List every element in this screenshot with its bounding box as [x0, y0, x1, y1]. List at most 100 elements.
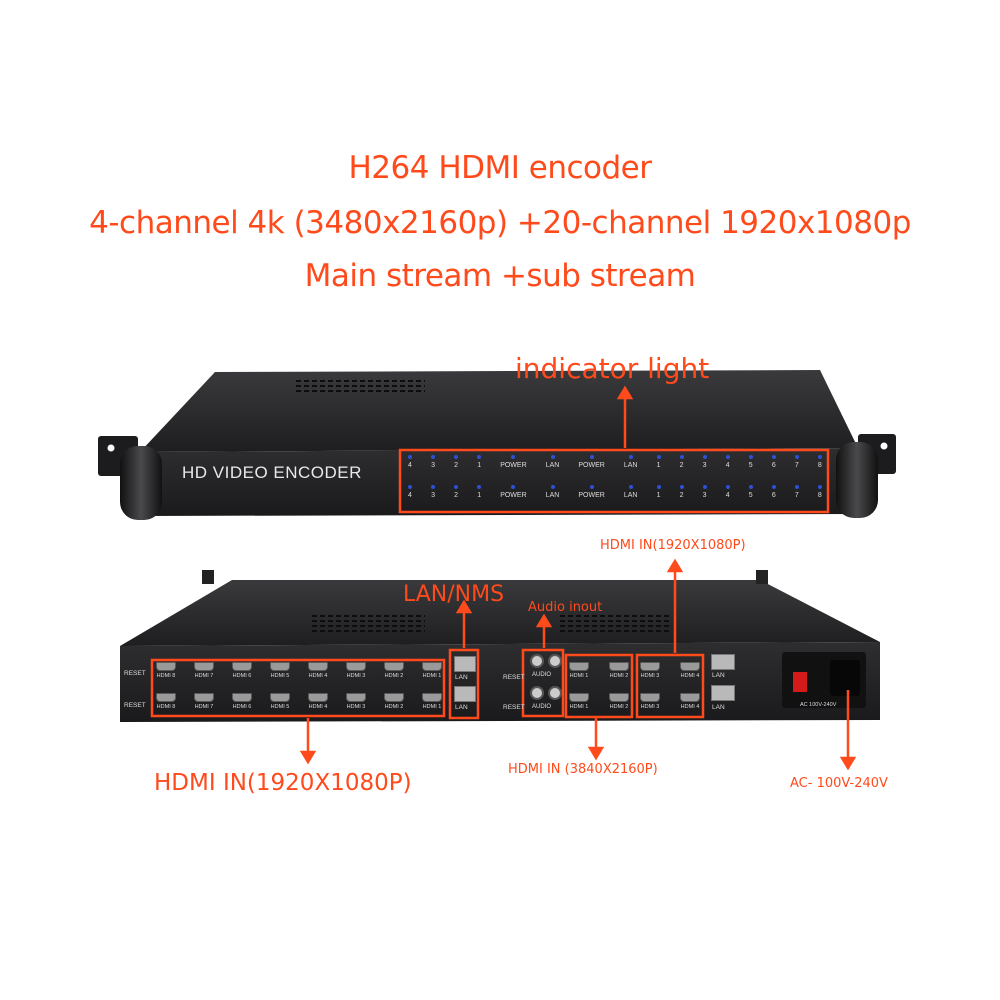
hdmi-port[interactable]: HDMI 2: [384, 693, 404, 710]
led-dot: [511, 455, 516, 459]
hdmi-connector[interactable]: [640, 693, 660, 702]
led-dot: [771, 455, 776, 459]
lan-label-3: LAN: [712, 672, 725, 679]
hdmi-connector[interactable]: [270, 662, 290, 671]
hdmi-port-label: HDMI 2: [384, 704, 404, 710]
indicator-led: POWER: [578, 485, 605, 499]
lan-port-2[interactable]: [454, 686, 476, 702]
hdmi-port[interactable]: HDMI 3: [640, 662, 660, 679]
hdmi-port[interactable]: HDMI 2: [609, 662, 629, 679]
hdmi-connector[interactable]: [194, 662, 214, 671]
hdmi-connector[interactable]: [156, 662, 176, 671]
hdmi-connector[interactable]: [308, 693, 328, 702]
led-label: POWER: [578, 462, 605, 469]
hdmi-connector[interactable]: [680, 693, 700, 702]
callout-audio: Audio inout: [528, 600, 603, 615]
hdmi-connector[interactable]: [308, 662, 328, 671]
indicator-led: 1: [477, 485, 482, 499]
hdmi-port[interactable]: HDMI 1: [569, 693, 589, 710]
hdmi-connector[interactable]: [569, 662, 589, 671]
reset-label-top: RESET: [124, 670, 146, 677]
hdmi-connector[interactable]: [422, 662, 442, 671]
hdmi-port[interactable]: HDMI 3: [346, 693, 366, 710]
lan-port-4[interactable]: [711, 685, 735, 701]
indicator-led: LAN: [546, 485, 559, 499]
led-dot: [589, 485, 594, 489]
led-dot: [679, 455, 684, 459]
indicator-led: POWER: [578, 455, 605, 477]
hdmi-port[interactable]: HDMI 7: [194, 662, 214, 679]
led-label: 4: [725, 492, 730, 499]
hdmi-port[interactable]: HDMI 6: [232, 693, 252, 710]
hdmi-connector[interactable]: [346, 662, 366, 671]
indicator-led: 1: [477, 455, 482, 477]
indicator-led: POWER: [500, 485, 527, 499]
hdmi-connector[interactable]: [232, 693, 252, 702]
led-dot: [511, 485, 516, 489]
hdmi-connector[interactable]: [232, 662, 252, 671]
led-dot: [794, 455, 799, 459]
led-dot: [628, 485, 633, 489]
hdmi-port[interactable]: HDMI 7: [194, 693, 214, 710]
hdmi-connector[interactable]: [640, 662, 660, 671]
hdmi-port-label: HDMI 4: [308, 704, 328, 710]
hdmi-connector[interactable]: [680, 662, 700, 671]
hdmi-connector[interactable]: [384, 662, 404, 671]
hdmi-port[interactable]: HDMI 8: [156, 662, 176, 679]
hdmi-connector[interactable]: [270, 693, 290, 702]
hdmi-port[interactable]: HDMI 4: [680, 662, 700, 679]
indicator-led: 2: [454, 455, 459, 477]
hdmi-connector[interactable]: [384, 693, 404, 702]
callout-indicator-light: indicator light: [515, 352, 710, 385]
hdmi-port[interactable]: HDMI 6: [232, 662, 252, 679]
audio-jacks-bottom[interactable]: [530, 686, 562, 700]
lan-port-1[interactable]: [454, 656, 476, 672]
led-label: LAN: [545, 462, 560, 469]
indicator-led: POWER: [500, 455, 527, 477]
hdmi-port[interactable]: HDMI 3: [640, 693, 660, 710]
hdmi-port[interactable]: HDMI 3: [346, 662, 366, 679]
led-label: 3: [431, 462, 435, 469]
indicator-led: 4: [725, 485, 730, 499]
hdmi-connector[interactable]: [156, 693, 176, 702]
audio-jacks-top[interactable]: [530, 654, 562, 668]
hdmi-port[interactable]: HDMI 4: [308, 662, 328, 679]
hdmi-port-label: HDMI 4: [680, 673, 700, 679]
callout-ac: AC- 100V-240V: [790, 776, 888, 791]
audio-label-bottom: AUDIO: [532, 704, 552, 710]
hdmi-port-label: HDMI 5: [270, 704, 290, 710]
led-dot: [628, 455, 633, 459]
hdmi-port[interactable]: HDMI 1: [422, 662, 442, 679]
hdmi-port[interactable]: HDMI 5: [270, 693, 290, 710]
led-dot: [431, 485, 436, 489]
indicator-led: 2: [454, 485, 459, 499]
hdmi-connector[interactable]: [569, 693, 589, 702]
hdmi-connector[interactable]: [422, 693, 442, 702]
hdmi-port[interactable]: HDMI 1: [569, 662, 589, 679]
hdmi-port-label: HDMI 1: [422, 704, 442, 710]
hdmi-connector[interactable]: [609, 693, 629, 702]
hdmi-port[interactable]: HDMI 2: [384, 662, 404, 679]
hdmi-port[interactable]: HDMI 1: [422, 693, 442, 710]
lan-port-3[interactable]: [711, 654, 735, 670]
hdmi-port[interactable]: HDMI 4: [308, 693, 328, 710]
hdmi-port[interactable]: HDMI 4: [680, 693, 700, 710]
hdmi-connector[interactable]: [194, 693, 214, 702]
led-dot: [748, 485, 753, 489]
hdmi-port[interactable]: HDMI 8: [156, 693, 176, 710]
hdmi-port[interactable]: HDMI 5: [270, 662, 290, 679]
hdmi-connector[interactable]: [346, 693, 366, 702]
hdmi-connector[interactable]: [609, 662, 629, 671]
led-label: 6: [771, 492, 776, 499]
hdmi-port[interactable]: HDMI 2: [609, 693, 629, 710]
indicator-led: 8: [817, 485, 822, 499]
led-label: 7: [794, 462, 799, 469]
led-dot: [656, 455, 661, 459]
arrows: [299, 385, 857, 771]
led-label: 8: [817, 492, 822, 499]
power-switch[interactable]: [793, 672, 807, 692]
ac-inlet: [830, 660, 860, 696]
indicator-led: 3: [431, 485, 436, 499]
indicator-led: 1: [656, 455, 661, 477]
